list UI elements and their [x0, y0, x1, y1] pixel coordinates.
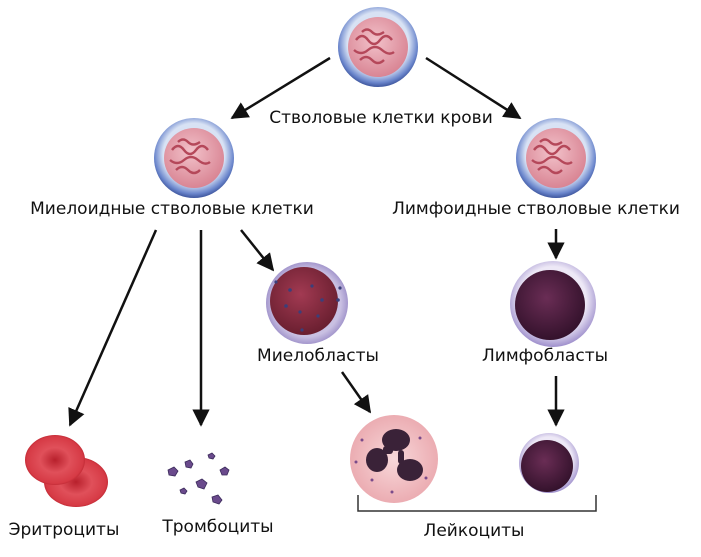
arrow-stem-to-myeloid [230, 56, 331, 120]
lymphoblast-cell [510, 261, 596, 347]
leukocytes-bracket [357, 495, 597, 512]
arrow-myeloblasts-to-neutrophil [340, 371, 372, 414]
arrows [68, 56, 565, 427]
arrow-myeloid-to-erythrocytes [68, 229, 158, 427]
arrow-myeloid-to-myeloblasts [240, 229, 275, 272]
label-erythrocytes: Эритроциты [9, 520, 120, 540]
lymphocyte-cell [519, 433, 579, 493]
label-myeloid-stem-cells: Миелоидные стволовые клетки [30, 199, 314, 219]
label-leukocytes: Лейкоциты [424, 521, 525, 541]
stem-cell [338, 7, 418, 87]
myeloblast-cell [266, 262, 348, 344]
platelet-cells [167, 452, 230, 505]
arrow-stem-to-lymphoid [425, 56, 522, 120]
label-lymphoid-stem-cells: Лимфоидные стволовые клетки [392, 199, 680, 219]
lymphoid-stem-cell [516, 118, 596, 198]
neutrophil-cell [350, 415, 438, 503]
label-stem-cells: Стволовые клетки крови [269, 108, 493, 128]
erythrocyte-cells [25, 435, 108, 507]
label-myeloblasts: Миелобласты [257, 346, 379, 366]
label-lymphoblasts: Лимфобласты [482, 346, 608, 366]
label-platelets: Тромбоциты [161, 517, 273, 537]
myeloid-stem-cell [154, 118, 234, 198]
